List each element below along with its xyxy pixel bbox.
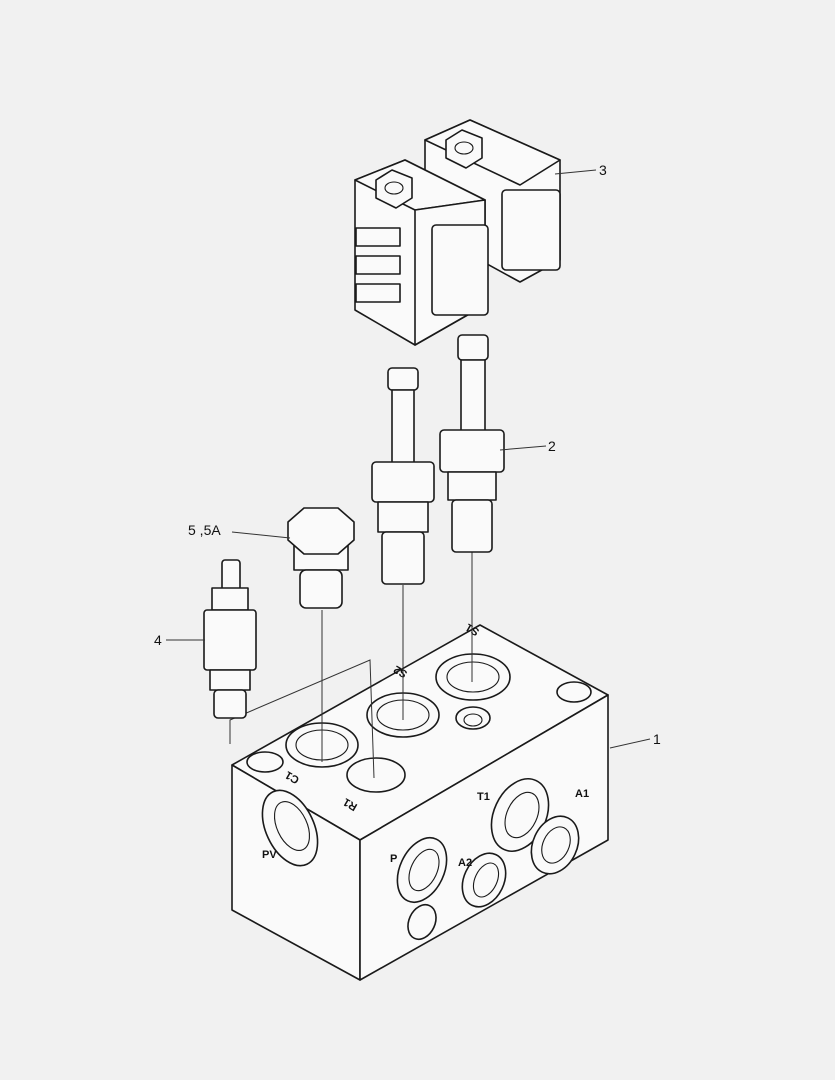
- solenoid-cartridge-s1: [439, 334, 505, 553]
- callout-2: 2: [548, 438, 556, 454]
- callout-1: 1: [653, 731, 661, 747]
- port-label-t1: T1: [477, 791, 490, 803]
- manifold-block: [231, 624, 609, 981]
- port-label-a2: A2: [458, 857, 472, 869]
- solenoid-cartridge-s2: [371, 367, 435, 585]
- callout-4: 4: [154, 632, 162, 648]
- relief-valve-cartridge: [203, 559, 257, 719]
- callout-3: 3: [599, 162, 607, 178]
- port-label-pv: PV: [262, 849, 277, 861]
- port-label-s2: S2: [392, 663, 410, 680]
- callout-5: 5 ,5A: [188, 522, 221, 538]
- port-label-a1: A1: [575, 788, 589, 800]
- check-valve-cartridge: [287, 507, 355, 609]
- port-label-p: P: [390, 853, 397, 865]
- solenoid-coils: [354, 119, 561, 346]
- port-label-s1: S1: [464, 621, 482, 638]
